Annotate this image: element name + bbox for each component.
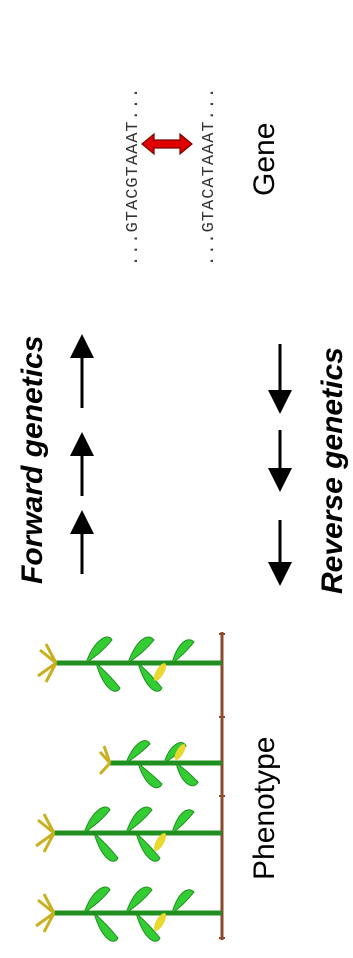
corn-plant-2	[98, 740, 222, 789]
soil-line	[219, 632, 225, 940]
corn-plant-4	[35, 886, 222, 942]
corn-plant-1	[37, 636, 222, 692]
corn-plant-3	[35, 806, 222, 862]
mutation-double-arrow	[141, 132, 193, 156]
